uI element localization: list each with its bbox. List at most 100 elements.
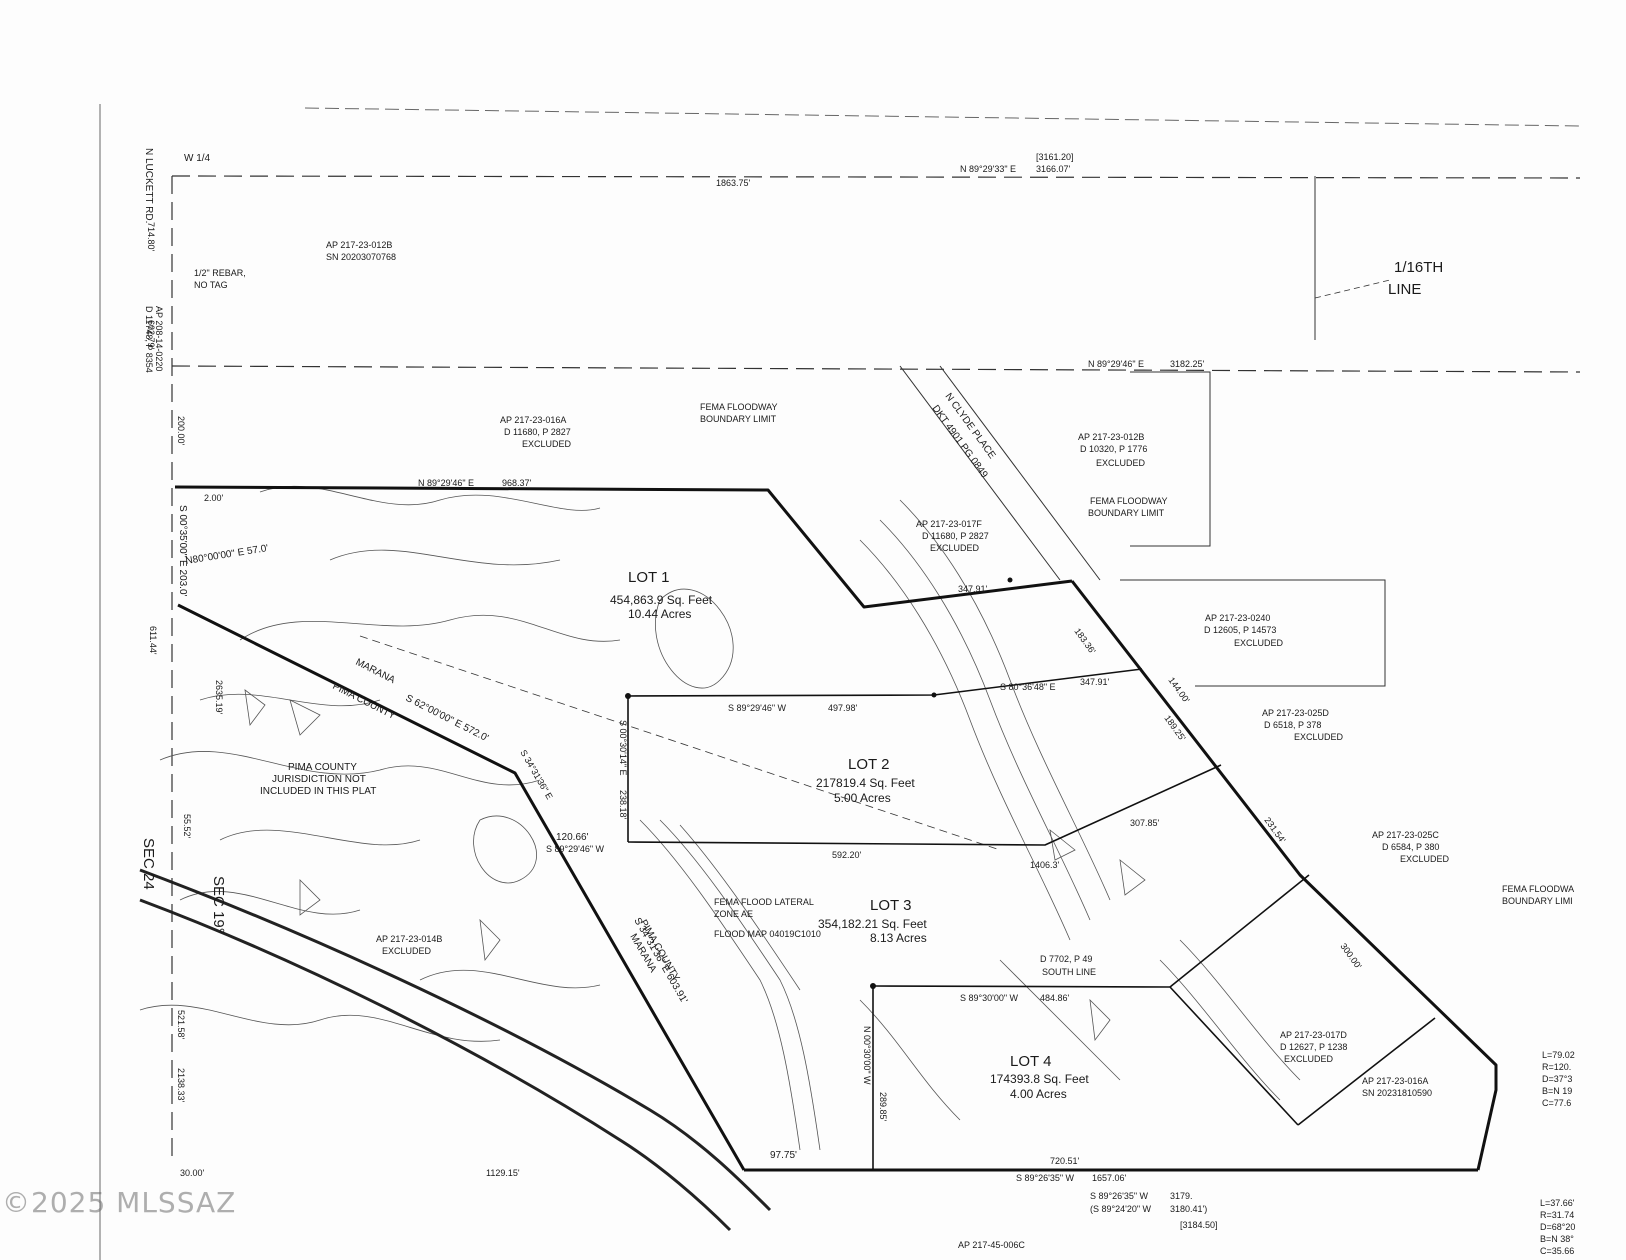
- lot-boundaries: [174, 485, 1498, 1172]
- west-dist-1: 714.80': [146, 222, 156, 252]
- bearing-labels: N 89°29'46" E 968.37' 2.00' S 00°35'00" …: [177, 478, 1364, 1230]
- lot1-name: LOT 1: [628, 569, 669, 586]
- west-dist-5: 55.52': [182, 814, 192, 839]
- parcel-016a-deed: D 11680, P 2827: [504, 427, 571, 437]
- west-dist-2: 602.79': [146, 320, 156, 350]
- lot3-area: 354,182.21 Sq. Feet: [818, 917, 927, 931]
- top-distance: 3166.07': [1036, 164, 1071, 174]
- west-dist-4: 2635.19': [214, 680, 224, 715]
- south-97: 97.75': [770, 1150, 797, 1161]
- pima-juris-3: INCLUDED IN THIS PLAT: [260, 786, 376, 797]
- lot4-name: LOT 4: [1010, 1053, 1051, 1070]
- lot1-west-bearing: S 00°35'00" E 203.0': [177, 505, 188, 597]
- top-bearing: N 89°29'33" E: [960, 164, 1016, 174]
- parcel-025c: AP 217-23-025C: [1372, 830, 1439, 840]
- top-record: [3161.20]: [1036, 152, 1074, 162]
- parcel-016a-south-sn: SN 20231810590: [1362, 1088, 1432, 1098]
- lot1-nw-leg: N80°00'00" E 57.0': [185, 543, 269, 567]
- parcel-017d-deed: D 12627, P 1238: [1280, 1042, 1347, 1052]
- lot3-name: LOT 3: [870, 897, 911, 914]
- fema-label-2b: BOUNDARY LIMIT: [1088, 508, 1165, 518]
- mid-bearing: N 89°29'46" E: [1088, 359, 1144, 369]
- fema-label-3b: BOUNDARY LIMI: [1502, 896, 1573, 906]
- south-bearing-2: S 89°26'35" W: [1090, 1191, 1149, 1201]
- south-total: 3179.: [1170, 1191, 1193, 1201]
- lot4-area: 174393.8 Sq. Feet: [990, 1072, 1089, 1086]
- curve2-length: L=37.66': [1540, 1198, 1575, 1208]
- curve1-bearing: B=N 19: [1542, 1086, 1572, 1096]
- marana-label: MARANA: [354, 657, 397, 686]
- curve2-radius: R=31.74: [1540, 1210, 1574, 1220]
- sec-24-label: SEC 24: [140, 838, 157, 890]
- contour-lines: [139, 485, 1301, 1151]
- clyde-distance-2: 144.00': [1166, 675, 1191, 705]
- pima-juris-2: JURISDICTION NOT: [272, 774, 366, 785]
- parcel-025d-excluded: EXCLUDED: [1294, 732, 1344, 742]
- boundary-lot1: [174, 485, 1073, 609]
- south-line-label: SOUTH LINE: [1042, 967, 1096, 977]
- sixteenth-line-label-2: LINE: [1388, 281, 1421, 298]
- clyde-road-lines: [899, 365, 1101, 581]
- parcel-024-excluded: EXCLUDED: [1234, 638, 1284, 648]
- curve1-chord: C=77.6: [1542, 1098, 1571, 1108]
- mid-distance: 3182.25': [1170, 359, 1205, 369]
- lot4-acres: 4.00 Acres: [1010, 1087, 1067, 1101]
- curve1-length: L=79.02: [1542, 1050, 1575, 1060]
- parcel-208-deed: D 11748, P 8354: [144, 306, 154, 373]
- west-dist-7: 2138.33': [176, 1068, 186, 1103]
- lot4-south-distance: 720.51': [1050, 1156, 1080, 1166]
- south-record-distance: 3180.41'): [1170, 1204, 1207, 1214]
- parcel-45-006c: AP 217-45-006C: [958, 1240, 1025, 1250]
- parcel-012b-right-excluded: EXCLUDED: [1096, 458, 1146, 468]
- curve2-delta: D=68°20: [1540, 1222, 1575, 1232]
- curve2-chord: C=35.66: [1540, 1246, 1574, 1256]
- parcel-016a-excluded: EXCLUDED: [522, 439, 572, 449]
- lot2-name: LOT 2: [848, 756, 889, 773]
- south-left-30: 30.00': [180, 1168, 205, 1178]
- west-dist-3: 200.00': [176, 416, 186, 446]
- curve1-radius: R=120.: [1542, 1062, 1571, 1072]
- lot2-north-distance: 497.98': [828, 703, 858, 713]
- boundary-diag: [177, 603, 746, 1171]
- parcel-025d-deed: D 6518, P 378: [1264, 720, 1321, 730]
- parcel-017d: AP 217-23-017D: [1280, 1030, 1347, 1040]
- parcel-017d-excluded: EXCLUDED: [1284, 1054, 1334, 1064]
- south-record: (S 89°24'20" W: [1090, 1204, 1152, 1214]
- clyde-distance-3: 189.25': [1162, 713, 1187, 743]
- parcel-012b-top: AP 217-23-012B: [326, 240, 392, 250]
- pima-county-label: PIMA COUNTY: [331, 681, 398, 722]
- curve-tables: L=79.02 R=120. D=37°3 B=N 19 C=77.6 L=37…: [1540, 1050, 1575, 1256]
- parcel-012b-top-sn: SN 20203070768: [326, 252, 396, 262]
- lot4-north-bearing: S 89°30'00" W: [960, 993, 1019, 1003]
- fema-label-1a: FEMA FLOODWAY: [700, 402, 778, 412]
- parcel-014b: AP 217-23-014B: [376, 934, 442, 944]
- lot1-north-distance: 968.37': [502, 478, 532, 488]
- sixteenth-line-label-1: 1/16TH: [1394, 259, 1443, 276]
- boundary-lot2: [627, 668, 1143, 697]
- fema-label-2a: FEMA FLOODWAY: [1090, 496, 1168, 506]
- lot2-west-bearing: S 00°30'14" E: [618, 720, 628, 776]
- lot2-acres: 5.00 Acres: [834, 791, 891, 805]
- rebar-label-1: 1/2" REBAR,: [194, 268, 246, 278]
- lot3-diagonal-2: S 34°31'36" E: [518, 748, 554, 801]
- lot2-south-distance: 592.20': [832, 850, 862, 860]
- parcel-208: AP 208-14-0220: [154, 306, 164, 371]
- lot1-area: 454,863.9 Sq. Feet: [610, 593, 713, 607]
- parcel-017f-deed: D 11680, P 2827: [922, 531, 989, 541]
- curve2-bearing: B=N 38°: [1540, 1234, 1574, 1244]
- lot2-north-bearing: S 89°29'46" W: [728, 703, 787, 713]
- south-bearing: S 89°26'35" W: [1016, 1173, 1075, 1183]
- pima-juris-1: PIMA COUNTY: [288, 762, 357, 773]
- parcel-016a: AP 217-23-016A: [500, 415, 566, 425]
- lot2-west-distance: 238.18': [618, 790, 628, 820]
- lot3-inner-distance-2: 1406.3': [1030, 860, 1060, 870]
- lot4-west-distance: 289.85': [878, 1092, 888, 1122]
- lot2-north-right-bearing: S 80°36'48" E: [1000, 682, 1056, 692]
- flood-zone-2: ZONE AE: [714, 909, 753, 919]
- lot1-east-distance: 347.91': [958, 584, 988, 594]
- corner-markers: [625, 577, 1013, 989]
- lot2-area: 217819.4 Sq. Feet: [816, 776, 915, 790]
- clyde-distance-5: 300.00': [1338, 941, 1363, 971]
